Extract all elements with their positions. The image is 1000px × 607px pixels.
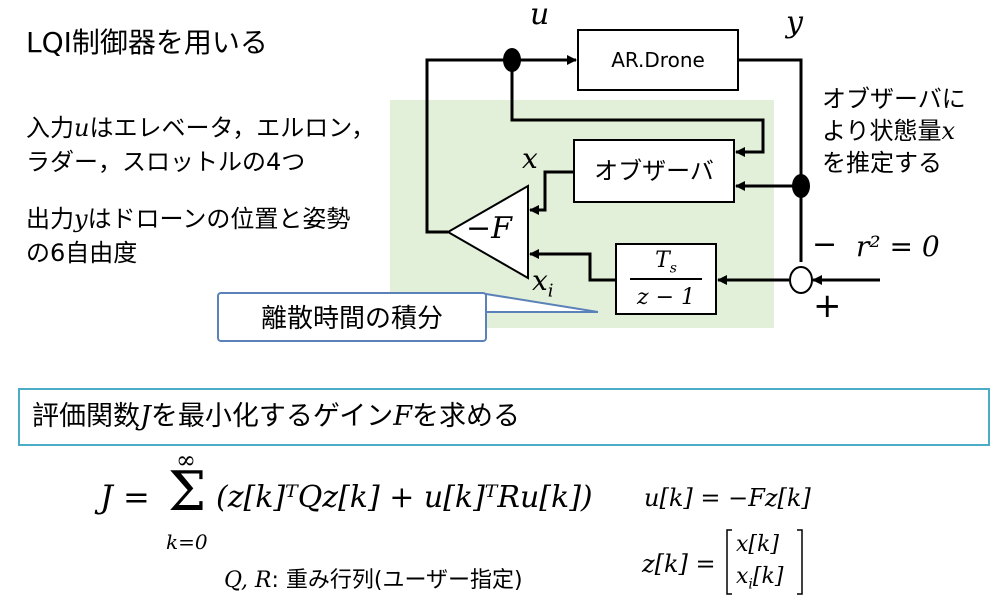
sum-bottom: k=0 [166, 530, 208, 554]
input-description-line2: ラダー，スロットルの4つ [26, 148, 306, 176]
plant-block [577, 29, 739, 91]
input-description-line1: 入力uはエレベータ，エルロン， [26, 113, 375, 143]
x-to-gain-wire [529, 170, 574, 215]
objective-pre: 評価関数 [32, 401, 140, 432]
sum-symbol: Σ [168, 460, 207, 523]
objective-post: を求める [412, 401, 521, 432]
label-u: u [530, 0, 550, 32]
output-pre: 出力 [26, 205, 74, 233]
integral-callout: 離散時間の積分 [217, 292, 487, 342]
weights-text: : 重み行列(ユーザー指定) [271, 568, 523, 593]
output-var: y [74, 205, 88, 233]
observer-block [573, 139, 735, 203]
u-to-observer-wire [510, 60, 765, 157]
integrator-num-var: T [655, 248, 670, 273]
gain-label: −F [466, 211, 512, 246]
page-title: LQI制御器を用いる [26, 26, 268, 59]
minus-sign: − [812, 227, 838, 262]
weights-vars: Q, R [224, 568, 272, 593]
output-description-line1: 出力yはドローンの位置と姿勢 [26, 204, 350, 234]
plus-sign: + [813, 286, 842, 326]
integrator-denominator: z − 1 [636, 285, 695, 310]
observer-note-pre: より状態量 [822, 117, 942, 145]
objective-mid: を最小化するゲイン [150, 401, 394, 432]
control-law: u[k] = −Fz[k] [644, 484, 811, 512]
gain-triangle [445, 184, 529, 280]
xi-to-gain-wire [529, 249, 616, 282]
observer-note-line1: オブザーバに [822, 85, 966, 113]
state-def-lhs: z[k] = [642, 550, 716, 578]
matrix-left-bracket [726, 529, 732, 595]
plant-label: AR.Drone [611, 48, 705, 72]
input-var: u [74, 114, 90, 142]
state-row2: xi[k] [736, 564, 783, 592]
observer-note-line2: より状態量x [822, 116, 955, 146]
state-row2-var: x [736, 564, 749, 589]
cost-lhs: J = [100, 478, 150, 516]
state-row2-sub: i [748, 576, 753, 593]
integrator-num-sub: s [669, 260, 677, 277]
gain-output-wire [425, 55, 577, 234]
output-description-line2: の6自由度 [26, 239, 138, 267]
label-xi-sub: i [547, 280, 554, 302]
label-xi: xi [532, 266, 554, 307]
cost-body: (z[k]ᵀQz[k] + u[k]ᵀRu[k]) [216, 480, 593, 515]
integrator-numerator: Ts [616, 246, 716, 283]
observer-note-line3: を推定する [822, 149, 942, 177]
input-pre: 入力 [26, 114, 74, 142]
output-post: はドローンの位置と姿勢 [87, 205, 351, 233]
u-junction [503, 48, 521, 72]
weights-note: Q, R: 重み行列(ユーザー指定) [224, 566, 523, 596]
summing-junction [789, 266, 813, 294]
label-y: y [786, 5, 803, 40]
matrix-right-bracket [797, 529, 803, 595]
input-post: はエレベータ，エルロン， [89, 114, 376, 142]
state-row2-post: [k] [752, 564, 784, 589]
label-x: x [522, 142, 538, 175]
observer-note-var: x [941, 117, 956, 145]
objective-callout: 評価関数Jを最小化するゲインFを求める [18, 388, 990, 446]
objective-var-j: J [140, 401, 151, 432]
objective-var-f: F [393, 401, 413, 432]
reference-label: r² = 0 [856, 230, 940, 263]
sum-top: ∞ [176, 446, 196, 474]
y-junction [792, 174, 810, 198]
observer-label: オブザーバ [594, 157, 714, 185]
state-row1: x[k] [736, 532, 779, 557]
label-xi-var: x [532, 264, 548, 297]
